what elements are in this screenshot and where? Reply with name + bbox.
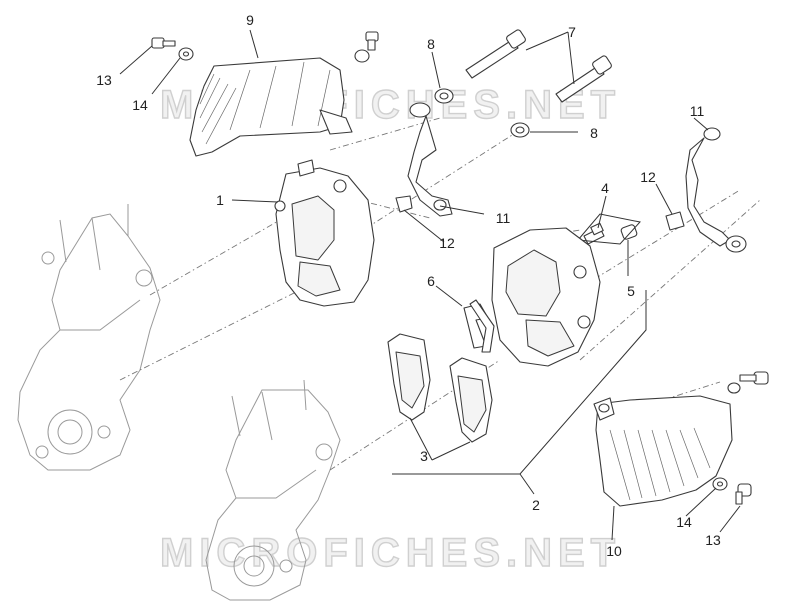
clip-12-right — [665, 211, 685, 231]
brake-pad-3a — [387, 333, 431, 421]
group-brackets — [392, 290, 647, 495]
callout-5: 5 — [627, 283, 635, 299]
bolt-13-lower — [735, 483, 752, 505]
callout-13-lower: 13 — [705, 532, 721, 548]
callout-14-upper: 14 — [132, 97, 148, 113]
callout-11-right: 11 — [690, 103, 705, 119]
brake-pipe-bracket-11-right — [685, 127, 747, 253]
fork-leg-lower — [205, 379, 341, 601]
callout-9: 9 — [246, 12, 254, 28]
bleed-cap-5 — [620, 224, 638, 240]
callout-6: 6 — [427, 273, 435, 289]
caliper-bolt-7b — [555, 55, 612, 103]
washer-14-lower — [712, 477, 728, 491]
bolt-13-upper — [151, 37, 176, 49]
brake-pipe-bracket-11-left — [407, 102, 453, 217]
bleed-screw-4 — [583, 222, 605, 245]
callout-4: 4 — [601, 180, 609, 196]
callout-labels: 1 2 3 4 5 6 7 8 8 9 10 11 11 12 12 13 13… — [96, 12, 721, 559]
pad-spring-6 — [463, 299, 495, 353]
bolt-near-lower-cover — [727, 371, 769, 394]
watermark-bottom: MICROFICHES.NET — [160, 531, 621, 575]
callout-8-lower: 8 — [590, 125, 598, 141]
washer-14-upper — [178, 47, 194, 61]
caliper-bolt-7a — [465, 29, 526, 79]
callout-11-left: 11 — [496, 210, 511, 226]
washer-8-lower — [510, 122, 530, 138]
callout-2: 2 — [532, 497, 540, 513]
brake-pad-3b — [449, 357, 493, 443]
callout-10: 10 — [606, 543, 622, 559]
leader-lines — [119, 29, 741, 541]
callout-3: 3 — [420, 448, 428, 464]
callout-13-upper: 13 — [96, 72, 112, 88]
callout-14-lower: 14 — [676, 514, 692, 530]
washer-8-upper — [434, 88, 454, 104]
callout-12-right: 12 — [640, 169, 656, 185]
clip-12-left — [395, 195, 413, 213]
bleed-kit-frame — [577, 213, 641, 245]
brake-pipe-cover-lower — [593, 395, 733, 507]
fork-leg-upper — [17, 204, 161, 471]
callout-1: 1 — [216, 192, 224, 208]
brake-caliper-left — [274, 159, 375, 307]
callout-12-left: 12 — [439, 235, 455, 251]
bolt-upper-right-of-cover — [354, 31, 379, 63]
callout-8-upper: 8 — [427, 36, 435, 52]
brake-caliper-right — [491, 227, 601, 367]
brake-pipe-cover-upper — [189, 57, 353, 157]
callout-7: 7 — [568, 24, 576, 40]
